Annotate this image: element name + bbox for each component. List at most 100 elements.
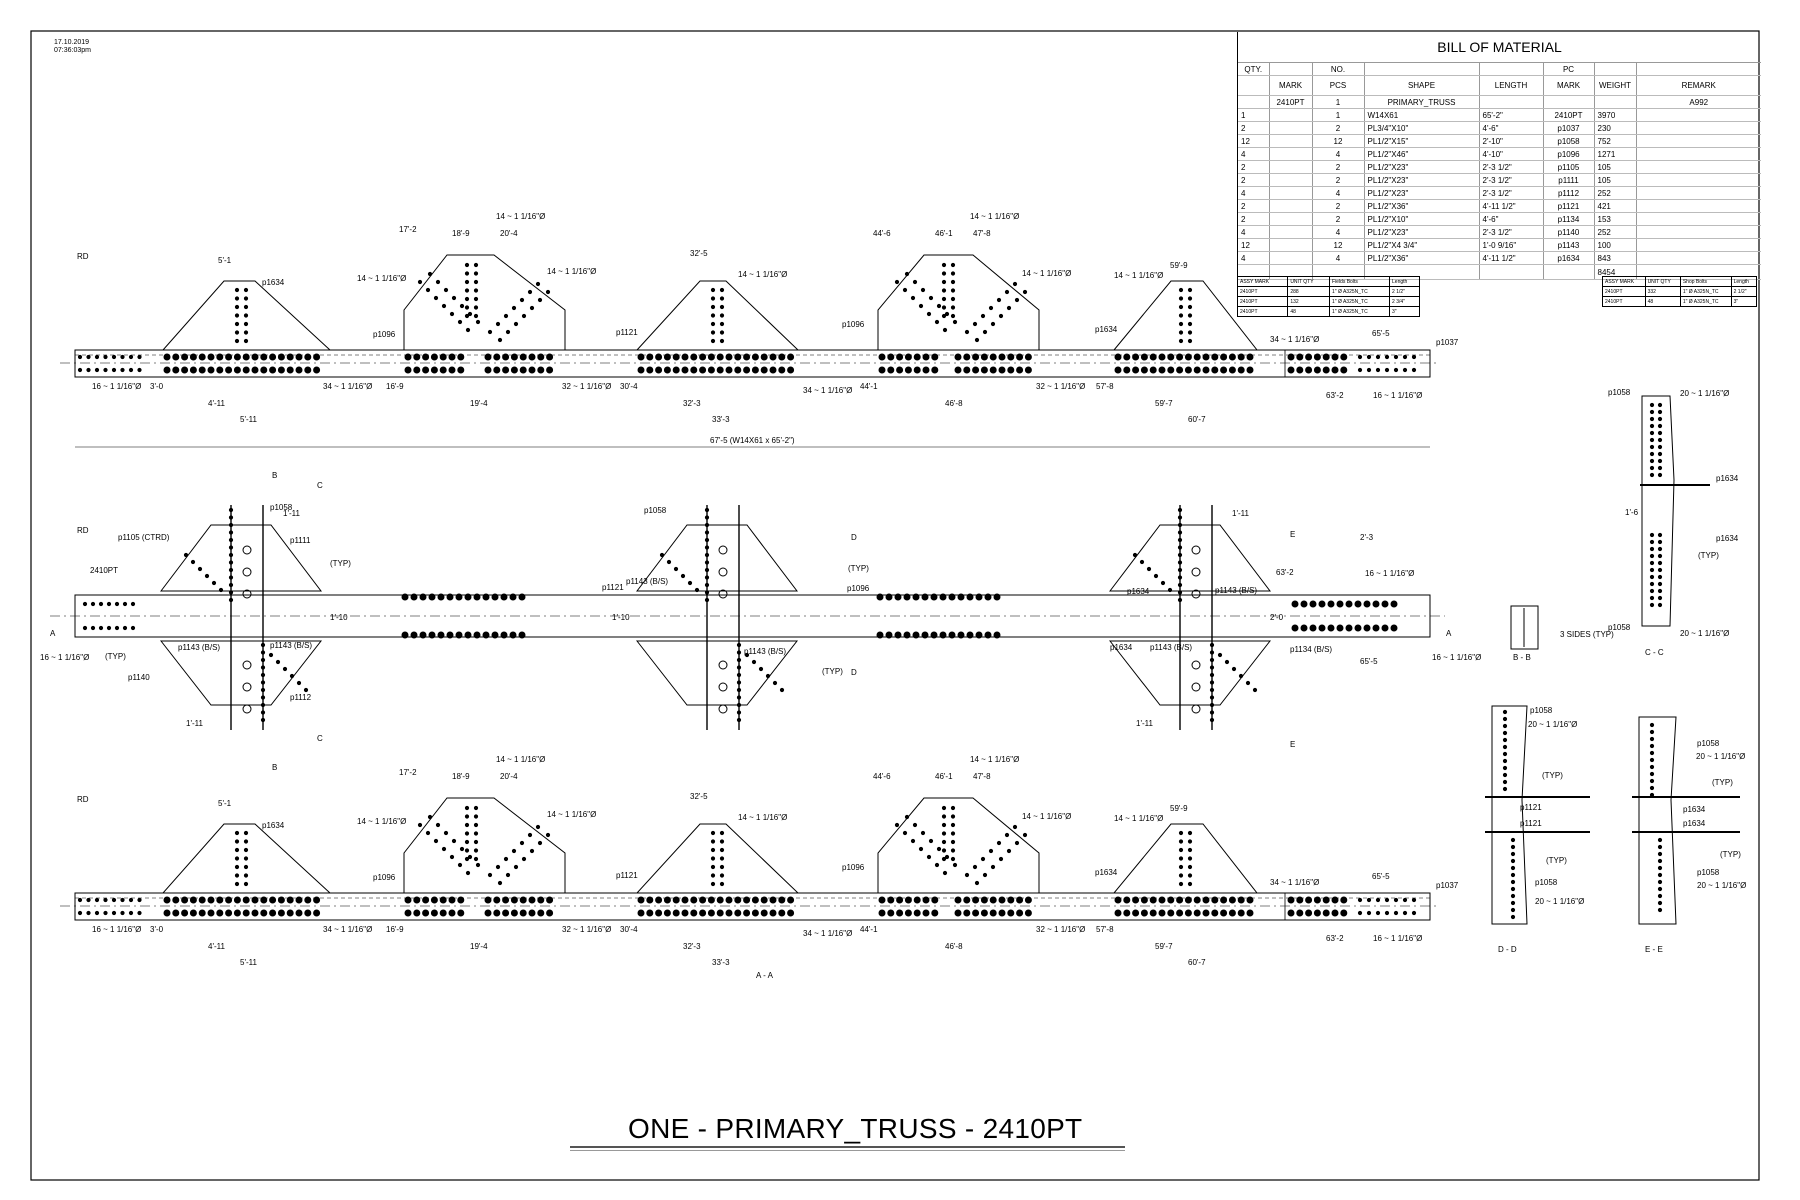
shop-bolt (1178, 881, 1184, 887)
shop-bolt (443, 287, 449, 293)
shop-bolt (111, 897, 117, 903)
field-bolt (787, 896, 795, 904)
bom-cell: 2 (1238, 212, 1270, 226)
shop-bolt (473, 262, 479, 268)
bom-cell: 1 (1238, 108, 1270, 122)
dimension-label: 30'-4 (620, 925, 638, 934)
bolt-cell: 332 (1644, 286, 1681, 297)
shop-bolt (902, 830, 908, 836)
section-cut-d: D (851, 533, 857, 542)
shop-bolt (1657, 546, 1663, 552)
shop-bolt (719, 338, 725, 344)
shop-bolt (1657, 409, 1663, 415)
shop-bolt (1177, 507, 1183, 513)
shop-bolt (944, 854, 950, 860)
shop-bolt (1649, 546, 1655, 552)
shop-bolt (465, 870, 471, 876)
hole-x (242, 682, 252, 692)
shop-bolt (1209, 642, 1215, 648)
field-bolt (546, 896, 554, 904)
bolt-callout: 14 ~ 1 1/16"Ø (1114, 814, 1163, 823)
splice-plate-p1037 (1284, 349, 1431, 378)
field-bolt (972, 909, 980, 917)
field-bolt (769, 366, 777, 374)
gusset-plate-p1096 (877, 254, 1040, 351)
shop-bolt (1209, 672, 1215, 678)
bom-cell (1594, 63, 1637, 76)
field-bolt (963, 366, 971, 374)
bom-cell: 4 (1238, 251, 1270, 265)
field-bolt (1007, 366, 1015, 374)
bom-cell: 1 (1312, 95, 1365, 109)
field-bolt (1345, 600, 1353, 608)
shop-bolt (1402, 354, 1408, 360)
dimension-label: 32'-5 (690, 249, 708, 258)
typ-note: (TYP) (105, 652, 126, 661)
field-bolt (760, 353, 768, 361)
shop-bolt (736, 672, 742, 678)
shop-bolt (1657, 553, 1663, 559)
shop-bolt (98, 625, 104, 631)
dimension-label: 1'-11 (283, 509, 300, 518)
shop-bolt (443, 830, 449, 836)
shop-bolt (934, 862, 940, 868)
section-cut-d: D (851, 668, 857, 677)
field-bolt (769, 896, 777, 904)
field-bolt (313, 366, 321, 374)
bolt-cell: Fields Bolts (1328, 276, 1391, 287)
shop-bolt (936, 303, 942, 309)
shop-bolt (475, 319, 481, 325)
field-bolt (519, 909, 527, 917)
shop-bolt (1649, 743, 1655, 749)
field-bolt (439, 366, 447, 374)
shop-bolt (779, 687, 785, 693)
field-bolt (464, 631, 472, 639)
field-bolt (546, 366, 554, 374)
shop-bolt (473, 814, 479, 819)
shop-bolt (1402, 367, 1408, 373)
bom-cell: LENGTH (1479, 75, 1544, 96)
shop-bolt (243, 847, 249, 853)
field-bolt (646, 909, 654, 917)
shop-bolt (260, 717, 266, 723)
bolt-callout: 14 ~ 1 1/16"Ø (1022, 812, 1071, 821)
field-bolt (966, 631, 974, 639)
bom-cell: SHAPE (1364, 75, 1480, 96)
field-bolt (787, 353, 795, 361)
field-bolt (1246, 896, 1254, 904)
field-bolt (260, 896, 268, 904)
dimension-label: 57'-8 (1096, 382, 1114, 391)
bom-cell: p1134 (1543, 212, 1595, 226)
part-mark-p1634: p1634 (262, 278, 285, 287)
field-bolt (1184, 909, 1192, 917)
field-bolt (672, 909, 680, 917)
bolt-cell: 48 (1287, 306, 1330, 317)
shop-bolt (1177, 552, 1183, 558)
rd-label: RD (77, 795, 89, 804)
shop-bolt (1649, 451, 1655, 457)
bom-cell: 2410PT (1269, 95, 1313, 109)
shop-bolt (719, 830, 725, 836)
shop-bolt (234, 873, 240, 878)
field-bolt (189, 896, 197, 904)
bom-cell: 100 (1594, 238, 1637, 252)
hole-x (242, 704, 252, 714)
bom-cell: MARK (1543, 75, 1595, 96)
shop-bolt (218, 587, 224, 593)
bom-cell (1636, 212, 1761, 226)
field-bolt (716, 353, 724, 361)
bolt-callout: 20 ~ 1 1/16"Ø (1697, 881, 1746, 890)
part-mark-p1121: p1121 (616, 328, 638, 337)
bolt-callout: 14 ~ 1 1/16"Ø (496, 212, 545, 221)
field-bolt (189, 366, 197, 374)
shop-bolt (303, 687, 309, 693)
shop-bolt (1649, 757, 1655, 763)
shop-bolt (228, 582, 234, 588)
shop-bolt (941, 839, 947, 845)
bolt-cell: 48 (1644, 296, 1681, 307)
shop-bolt (719, 864, 725, 870)
rd-label: RD (77, 252, 89, 261)
hole-x (718, 545, 728, 555)
